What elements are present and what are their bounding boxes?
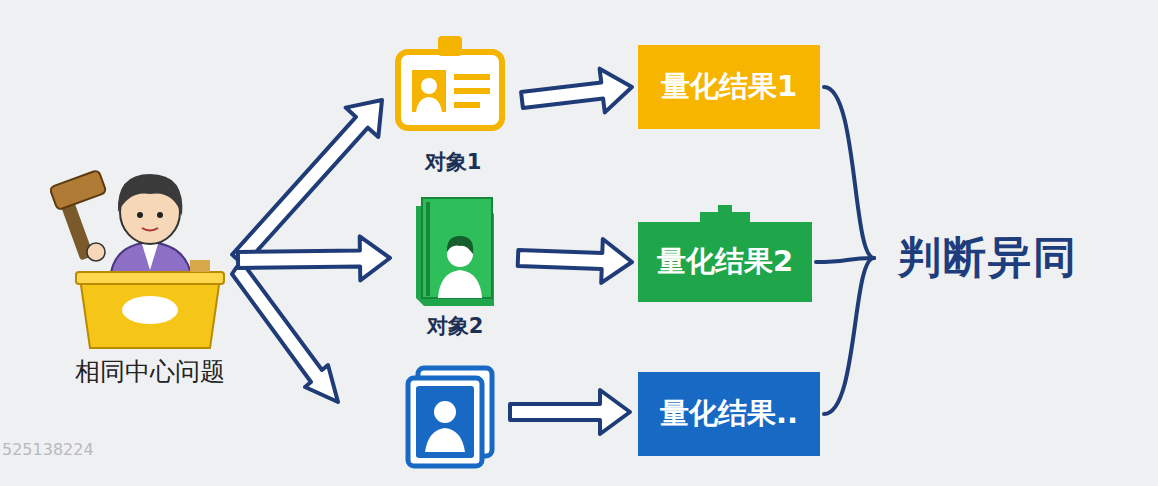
- node-text: 对象2: [427, 312, 484, 340]
- conclusion-text: 判断异同: [880, 226, 1095, 290]
- arrow-connector: [521, 69, 632, 113]
- arrow-connector: [518, 239, 632, 283]
- box-tab: [718, 205, 732, 214]
- portrait-icon: [408, 368, 492, 466]
- result-box: 量化结果2: [638, 222, 812, 302]
- node-text: 量化结果1: [661, 67, 797, 107]
- bracket-line: [824, 258, 874, 414]
- book-icon: [396, 192, 514, 310]
- object-node: 对象2: [396, 192, 514, 340]
- arrow-connector: [238, 236, 390, 280]
- bracket-line: [816, 258, 874, 262]
- judge-illustration: [50, 160, 250, 352]
- node-text: 相同中心问题: [75, 355, 225, 388]
- id-card-icon: [388, 30, 518, 140]
- node-text: 量化结果2: [657, 242, 793, 282]
- node-text: 对象1: [425, 148, 482, 176]
- result-box: 量化结果..: [638, 372, 820, 456]
- node-text: 判断异同: [898, 229, 1078, 287]
- result-box: 量化结果1: [638, 45, 820, 129]
- branch-arrow: [232, 262, 338, 402]
- watermark: 525138224: [2, 440, 94, 459]
- object-node: 对象1: [388, 30, 518, 176]
- bracket-line: [824, 87, 874, 258]
- result-arrow: [510, 390, 630, 434]
- judge-node: 相同中心问题: [50, 160, 250, 388]
- node-text: 量化结果..: [660, 394, 798, 434]
